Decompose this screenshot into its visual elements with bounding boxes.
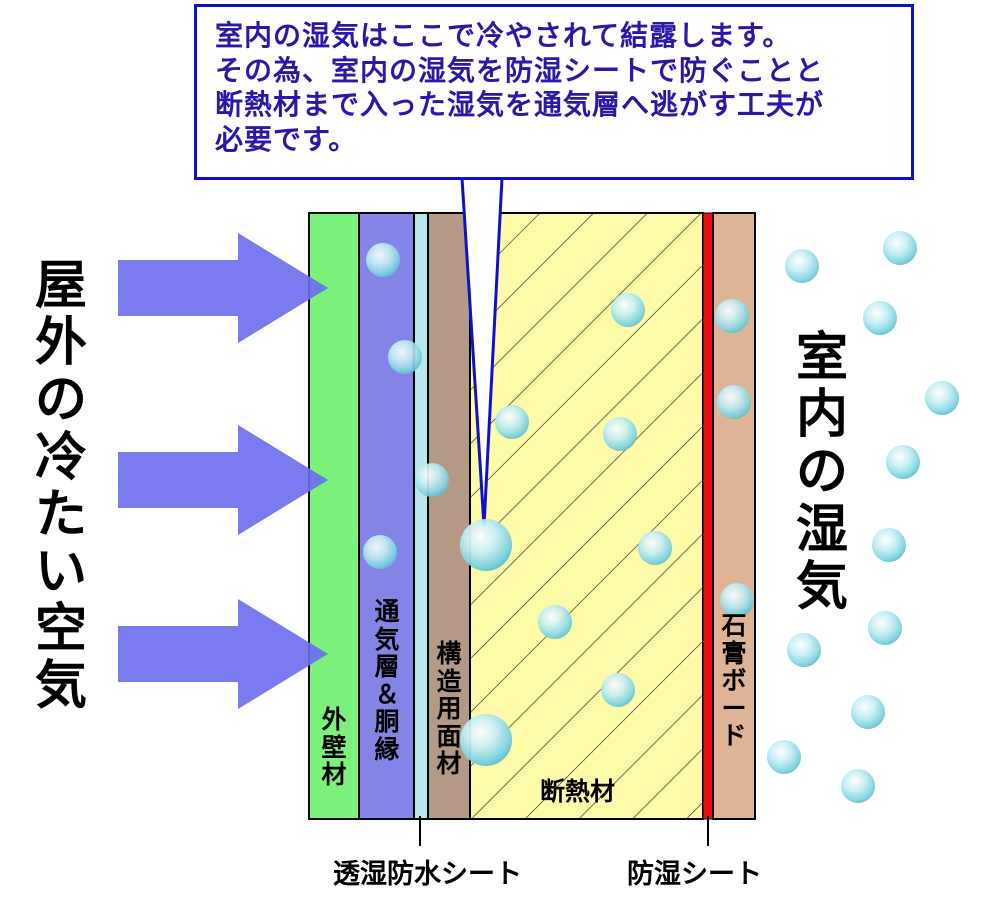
water-droplet: [715, 299, 749, 333]
vapor-barrier-layer: [702, 212, 714, 820]
cold-air-arrow: [118, 425, 328, 535]
outdoor-cold-air-label: 屋外の冷たい空気: [34, 256, 87, 717]
callout-line: その為、室内の湿気を防湿シートで防ぐことと: [215, 53, 825, 87]
callout-pointer-edge: [460, 177, 486, 527]
vapor-barrier-label: 防湿シート: [627, 859, 762, 890]
breathable-sheet-layer: [413, 212, 429, 820]
ventilation-layer-label: 通気層＆胴縁: [374, 597, 400, 764]
water-droplet: [785, 249, 819, 283]
water-droplet: [841, 769, 875, 803]
explanation-callout: 室内の湿気はここで冷やされて結露します。 その為、室内の湿気を防湿シートで防ぐこ…: [194, 4, 914, 180]
water-droplet: [886, 445, 920, 479]
structural-panel-layer: [427, 212, 471, 820]
breathable-sheet-label: 透湿防水シート: [333, 859, 522, 890]
water-droplet: [717, 385, 751, 419]
water-droplet: [601, 673, 635, 707]
water-droplet: [883, 231, 917, 265]
water-droplet: [638, 531, 672, 565]
condensation-droplet: [460, 714, 512, 766]
cold-air-arrow: [118, 233, 328, 343]
exterior-wall-label: 外壁材: [321, 705, 347, 789]
water-droplet: [415, 463, 449, 497]
water-droplet: [767, 740, 801, 774]
insulation-layer: [469, 212, 704, 820]
callout-text: 室内の湿気はここで冷やされて結露します。 その為、室内の湿気を防湿シートで防ぐこ…: [215, 19, 824, 157]
insulation-label: 断熱材: [540, 777, 616, 806]
ventilation-layer: [358, 212, 415, 820]
structural-panel-label: 構造用面材: [436, 639, 462, 778]
water-droplet: [611, 293, 645, 327]
condensation-droplet: [460, 519, 512, 571]
callout-line: 必要です。: [215, 122, 358, 156]
water-droplet: [787, 633, 821, 667]
water-droplet: [863, 301, 897, 335]
indoor-humidity-label: 室内の湿気: [795, 328, 848, 617]
water-droplet: [851, 695, 885, 729]
water-droplet: [603, 417, 637, 451]
cold-air-arrow: [118, 599, 328, 709]
callout-pointer: [462, 178, 502, 526]
water-droplet: [868, 611, 902, 645]
gypsum-board-label: 石膏ボード: [721, 611, 747, 750]
callout-line: 室内の湿気はここで冷やされて結露します。: [215, 19, 792, 52]
water-droplet: [363, 535, 397, 569]
water-droplet: [538, 605, 572, 639]
water-droplet: [366, 243, 400, 277]
water-droplet: [388, 340, 422, 374]
water-droplet: [720, 583, 754, 617]
water-droplet: [495, 405, 529, 439]
callout-line: 断熱材まで入った湿気を通気層へ逃がす工夫が: [215, 88, 825, 121]
water-droplet: [925, 381, 959, 415]
exterior-wall-layer: [308, 212, 360, 820]
callout-pointer-edge: [482, 177, 504, 527]
water-droplet: [872, 528, 906, 562]
